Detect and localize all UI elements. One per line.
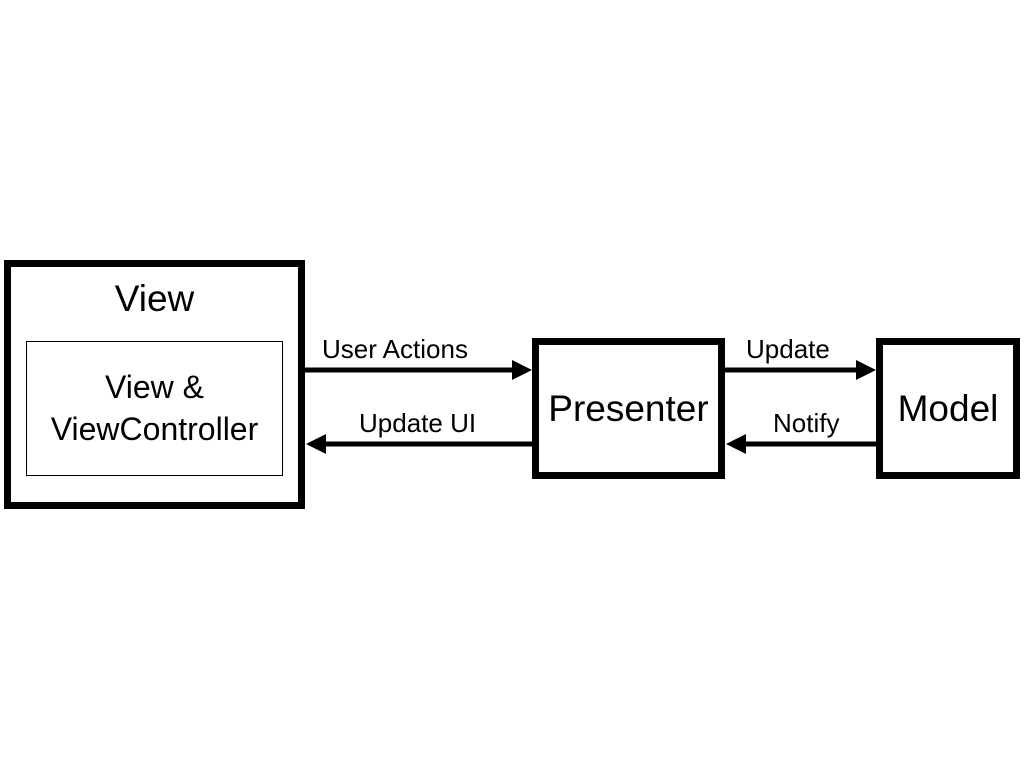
view-controller-line-1: View & — [104, 368, 204, 405]
model-box: Model — [876, 338, 1020, 479]
arrowhead-user-actions — [512, 360, 532, 380]
view-controller-box: View & ViewController — [26, 341, 283, 476]
update-label: Update — [746, 334, 830, 364]
update-ui-label: Update UI — [359, 408, 477, 438]
view-controller-line-2: ViewController — [50, 410, 259, 447]
model-label: Model — [897, 387, 999, 429]
presenter-label: Presenter — [548, 387, 709, 429]
arrowhead-update — [856, 360, 876, 380]
arrowhead-update-ui — [306, 434, 326, 454]
view-title: View — [114, 278, 195, 319]
notify-label: Notify — [773, 408, 840, 438]
view-controller-label: View & ViewController — [51, 367, 259, 450]
arrowhead-notify — [726, 434, 746, 454]
user-actions-label: User Actions — [322, 334, 468, 364]
presenter-box: Presenter — [532, 338, 725, 479]
